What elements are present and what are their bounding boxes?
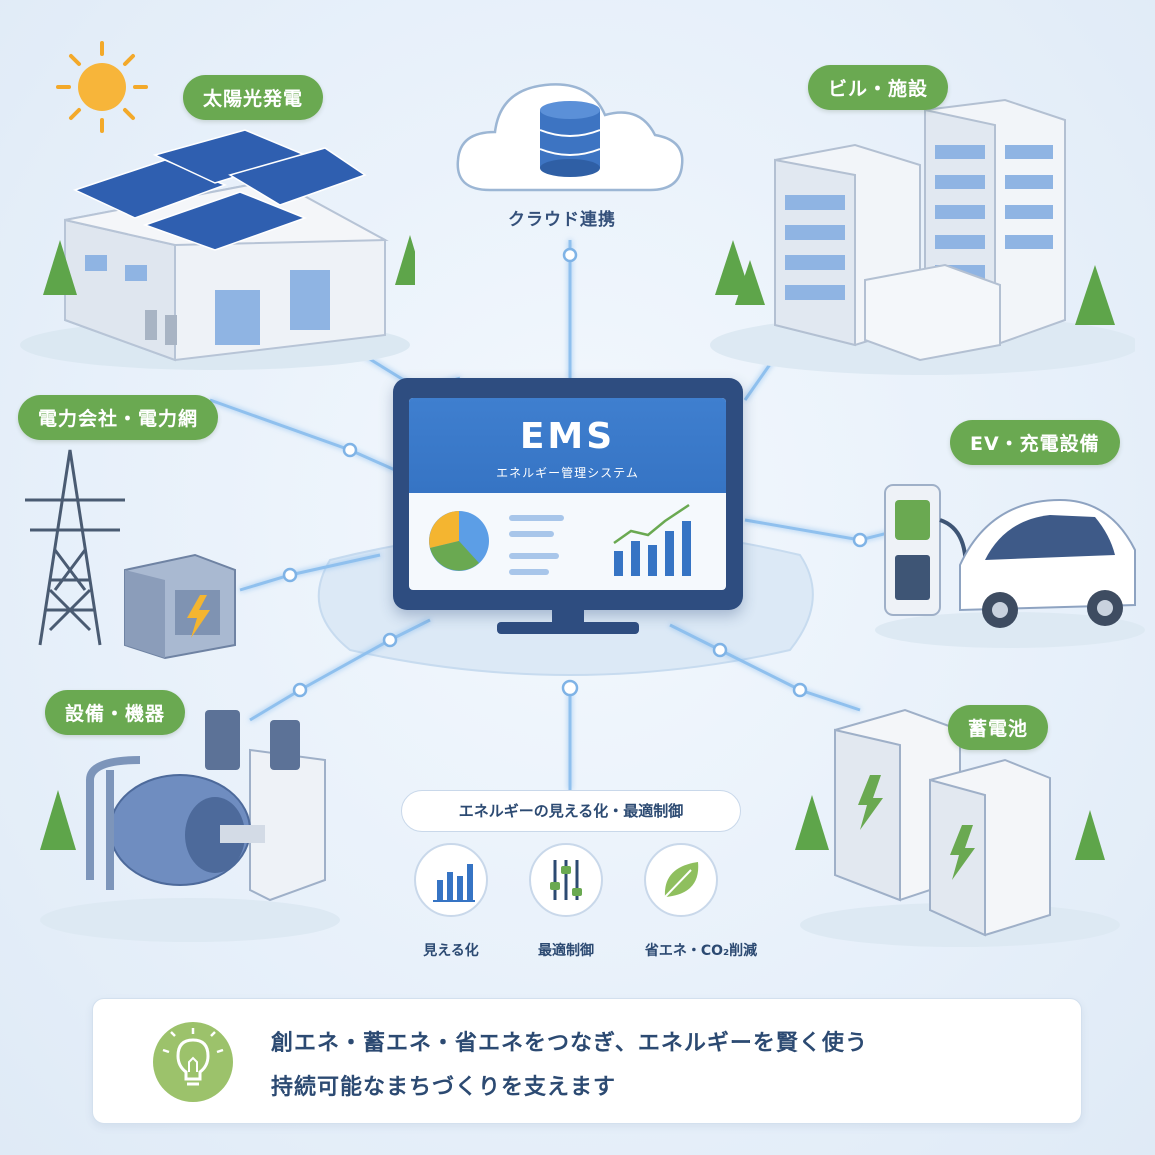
equipment-illustration <box>40 710 340 942</box>
message-line-2: 持続可能なまちづくりを支えます <box>271 1075 617 1100</box>
lightning-icon <box>187 595 210 638</box>
bar-chart-widget <box>614 521 691 576</box>
ev-charger-illustration <box>875 484 1145 648</box>
dashboard-widgets <box>429 503 691 576</box>
bar-chart-icon <box>414 843 488 917</box>
label-grid: 電力会社・電力網 <box>18 395 219 440</box>
ems-screen: EMS エネルギー管理システム <box>409 398 726 590</box>
features-header: エネルギーの見える化・最適制御 <box>401 790 741 832</box>
label-solar: 太陽光発電 <box>183 75 324 120</box>
feature-label-control: 最適制御 <box>538 943 594 959</box>
pie-chart-icon <box>429 511 489 571</box>
label-building: ビル・施設 <box>808 65 949 110</box>
solar-factory-illustration <box>20 129 415 370</box>
message-panel: 創エネ・蓄エネ・省エネをつなぎ、エネルギーを賢く使う 持続可能なまちづくりを支え… <box>92 998 1082 1124</box>
lightning-icon <box>858 775 883 830</box>
sliders-icon <box>529 843 603 917</box>
leaf-icon <box>644 843 718 917</box>
ems-title: EMS <box>519 416 616 457</box>
database-icon <box>539 101 601 177</box>
battery-storage-illustration <box>795 708 1120 947</box>
sun-icon <box>56 41 148 133</box>
substation-illustration <box>124 553 236 660</box>
message-line-1: 創エネ・蓄エネ・省エネをつなぎ、エネルギーを賢く使う <box>271 1031 868 1056</box>
feature-label-savings: 省エネ・CO₂削減 <box>644 943 758 959</box>
label-battery: 蓄電池 <box>948 705 1049 750</box>
label-ev: EV・充電設備 <box>950 420 1120 465</box>
ems-subtitle: エネルギー管理システム <box>496 466 639 480</box>
office-building-illustration <box>710 98 1135 375</box>
lightbulb-icon <box>162 1028 224 1086</box>
transmission-tower-illustration <box>25 449 125 646</box>
cloud-label: クラウド連携 <box>508 210 616 230</box>
cloud-icon <box>456 83 684 192</box>
lightbulb-circle <box>153 1022 233 1102</box>
monitor-stand <box>497 608 639 634</box>
feature-label-visualize: 見える化 <box>423 943 479 959</box>
label-equipment: 設備・機器 <box>45 690 186 735</box>
